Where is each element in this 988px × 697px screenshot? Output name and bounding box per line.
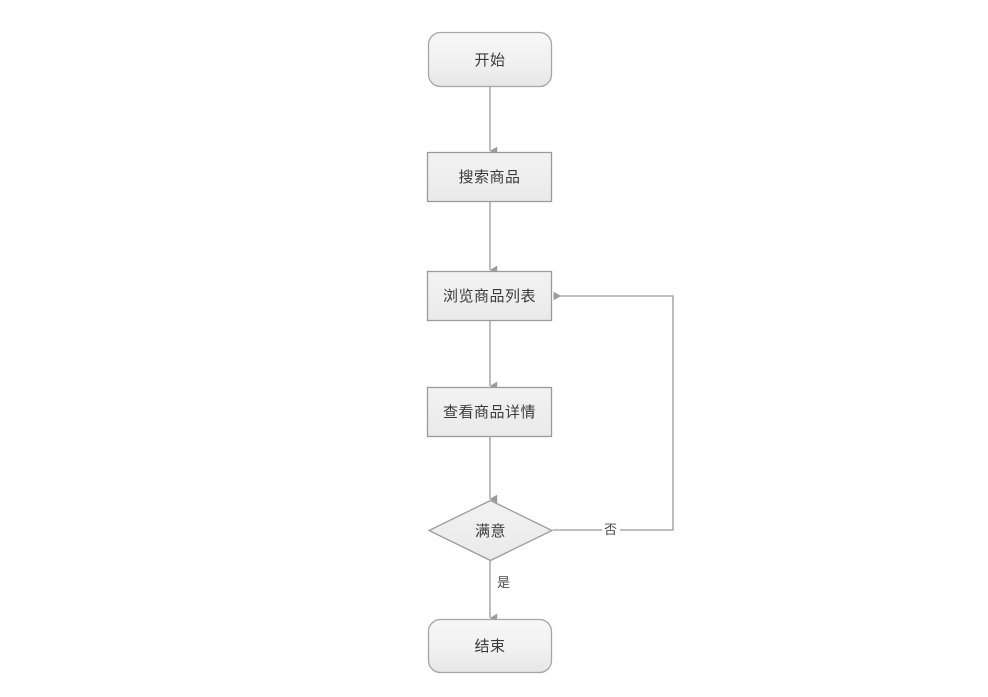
- edge-label-no: 否: [602, 519, 620, 538]
- edge-label-yes: 是: [495, 572, 513, 591]
- edge-decision-to-browse-loop: [553, 291, 674, 531]
- node-shape-decision[interactable]: [427, 499, 554, 562]
- node-shape-detail[interactable]: [426, 386, 553, 438]
- node-shape-search[interactable]: [426, 151, 553, 203]
- node-shape-start[interactable]: [427, 31, 553, 88]
- node-shape-browse[interactable]: [426, 270, 553, 322]
- node-shape-end[interactable]: [427, 618, 553, 674]
